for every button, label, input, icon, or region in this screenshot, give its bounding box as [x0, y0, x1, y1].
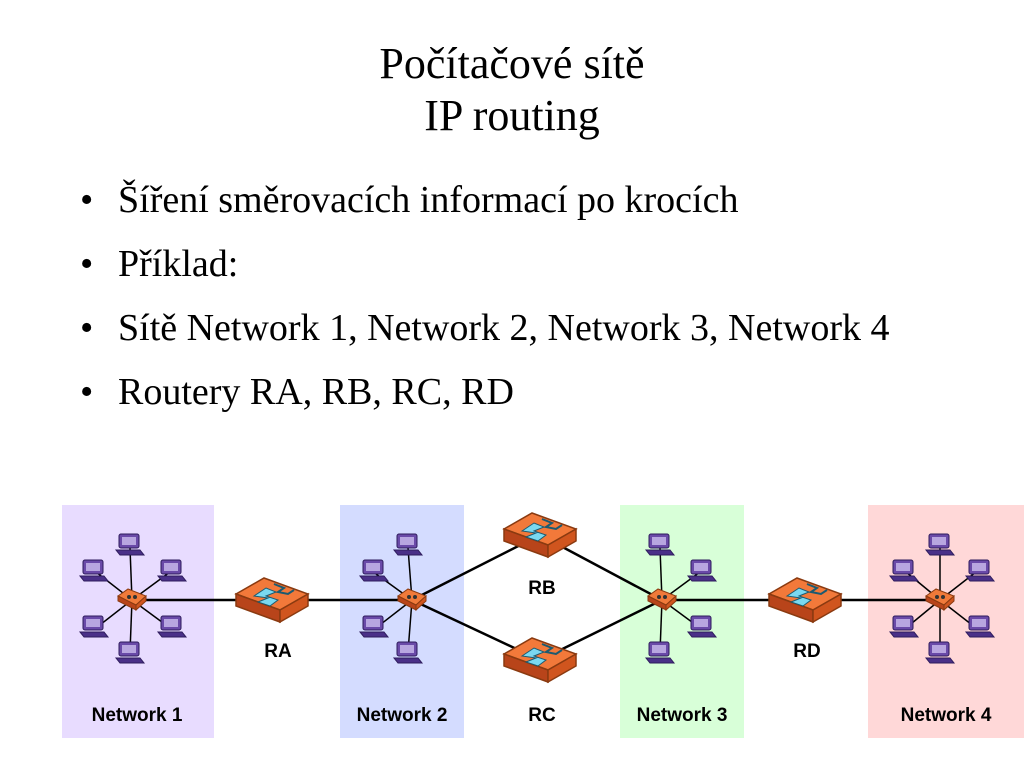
- bullet-list: • Šíření směrovacích informací po krocích…: [80, 178, 980, 434]
- router-label-ra: RA: [264, 641, 292, 662]
- bullet-item: • Routery RA, RB, RC, RD: [80, 370, 980, 414]
- bullet-item: • Příklad:: [80, 242, 980, 286]
- title-line-2: IP routing: [424, 91, 600, 140]
- bullet-item: • Šíření směrovacích informací po krocích: [80, 178, 980, 222]
- title-line-1: Počítačové sítě: [379, 39, 645, 88]
- bullet-dot: •: [80, 371, 94, 413]
- router-label-rd: RD: [793, 641, 820, 662]
- network-3-background: [620, 505, 744, 738]
- router-icon: [503, 512, 577, 558]
- bullet-text: Sítě Network 1, Network 2, Network 3, Ne…: [118, 307, 890, 349]
- router-label-rc: RC: [528, 705, 556, 726]
- router-icon: [235, 577, 309, 623]
- bullet-dot: •: [80, 179, 94, 221]
- network-label-4: Network 4: [901, 705, 992, 726]
- bullet-dot: •: [80, 307, 94, 349]
- router-icon: [768, 577, 842, 623]
- bullet-text: Šíření směrovacích informací po krocích: [118, 179, 739, 221]
- bullet-text: Příklad:: [118, 243, 239, 285]
- network-label-1: Network 1: [92, 705, 183, 726]
- network-label-2: Network 2: [357, 705, 448, 726]
- bullet-dot: •: [80, 243, 94, 285]
- network-diagram: RA RB RC RD Network 1 Network 2 Network …: [62, 505, 1024, 738]
- router-label-rb: RB: [528, 578, 555, 599]
- network-label-3: Network 3: [637, 705, 728, 726]
- bullet-text: Routery RA, RB, RC, RD: [118, 371, 514, 413]
- slide-title: Počítačové sítě IP routing: [0, 38, 1024, 142]
- bullet-item: • Sítě Network 1, Network 2, Network 3, N…: [80, 306, 980, 350]
- router-icon: [503, 637, 577, 683]
